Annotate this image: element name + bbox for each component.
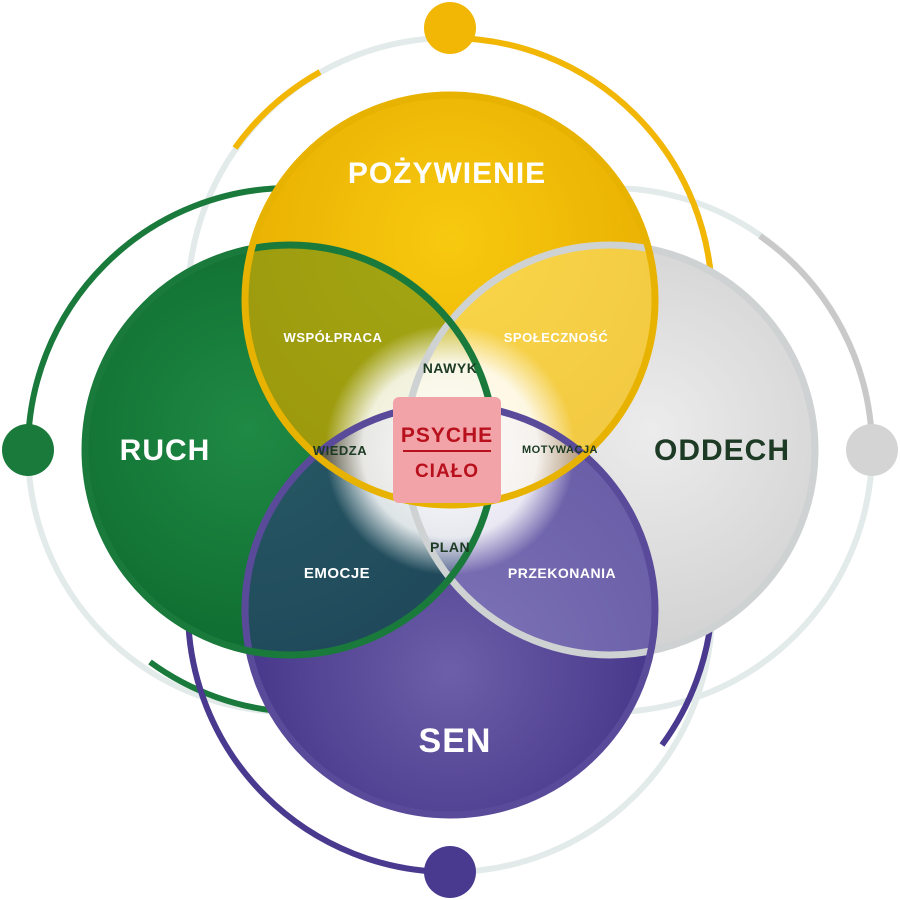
- overlap-label-left-bottom: EMOCJE: [304, 565, 370, 582]
- bottom-circle-label: SEN: [419, 722, 492, 760]
- bottom-knob: [424, 846, 476, 898]
- overlap-label-right-bottom: PRZEKONANIA: [508, 565, 616, 581]
- top-outer-arc: [449, 35, 715, 301]
- left-circle-label: RUCH: [120, 434, 211, 467]
- center-label-right: MOTYWACJA: [522, 444, 598, 456]
- left-outer-arc: [25, 185, 291, 451]
- overlap-label-top-right: SPOŁECZNOŚĆ: [504, 330, 609, 345]
- core-line1: PSYCHE: [401, 424, 493, 447]
- top-circle-label: POŻYWIENIE: [348, 157, 546, 190]
- overlap-label-top-left: WSPÓŁPRACA: [284, 330, 383, 345]
- core-line2: CIAŁO: [415, 461, 479, 482]
- left-knob: [2, 424, 54, 476]
- center-label-bottom: PLAN: [430, 539, 470, 555]
- center-label-left: WIEDZA: [313, 443, 367, 458]
- right-outer-arc: [758, 233, 875, 451]
- bottom-outer-arc: [185, 609, 451, 875]
- top-outer-arc-2: [232, 69, 322, 150]
- top-knob: [424, 2, 476, 54]
- right-knob: [846, 424, 898, 476]
- right-circle-label: ODDECH: [654, 434, 790, 467]
- center-label-top: NAWYK: [423, 360, 478, 376]
